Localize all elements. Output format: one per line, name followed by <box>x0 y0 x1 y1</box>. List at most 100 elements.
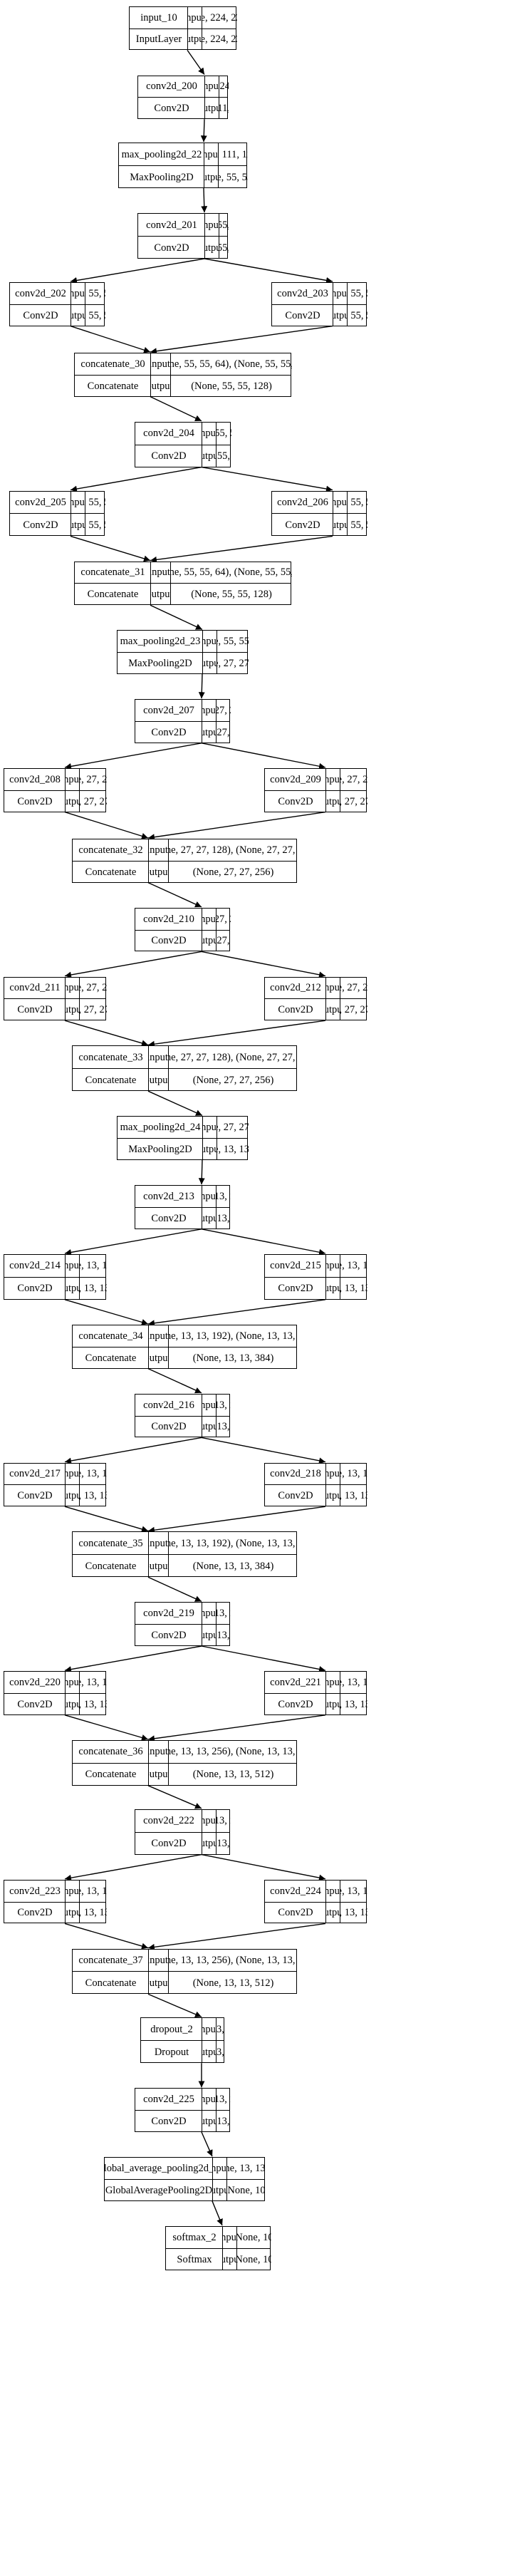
row-divider <box>265 1276 366 1278</box>
input-label: input: <box>333 497 348 509</box>
edge-n26-n28 <box>64 1506 149 1533</box>
layer-node-concatenate-35: concatenate_35Concatenateinput:output:[(… <box>72 1531 298 1578</box>
layer-type: Conv2D <box>278 1490 313 1502</box>
output-shape: (None, 27, 27, 128) <box>217 658 249 670</box>
layer-type: Concatenate <box>87 380 139 392</box>
layer-type: Conv2D <box>151 726 187 738</box>
output-label: output: <box>326 795 340 807</box>
layer-node-softmax-2: softmax_2Softmaxinput:output:(None, 10)(… <box>165 2226 271 2270</box>
column-divider <box>65 1255 66 1299</box>
edge-n22-n24 <box>64 1299 149 1325</box>
column-divider <box>168 1741 169 1785</box>
output-shape: (None, 111, 111, 64) <box>219 103 229 115</box>
layer-node-conv2d-203: conv2d_203Conv2Dinput:output:(None, 55, … <box>271 282 367 326</box>
layer-type: Conv2D <box>151 2116 187 2128</box>
layer-name: conv2d_223 <box>9 1885 61 1897</box>
output-label: output: <box>223 2253 237 2265</box>
output-shape: (None, 55, 55, 64) <box>348 309 367 321</box>
column-divider <box>65 1880 66 1923</box>
input-shape: [(None, 13, 13, 192), (None, 13, 13, 192… <box>169 1330 298 1342</box>
layer-name: conv2d_210 <box>143 913 194 925</box>
layer-node-concatenate-34: concatenate_34Concatenateinput:output:[(… <box>72 1325 298 1369</box>
layer-name: concatenate_36 <box>78 1746 143 1758</box>
column-divider <box>216 422 217 467</box>
layer-node-conv2d-208: conv2d_208Conv2Dinput:output:(None, 27, … <box>4 768 107 812</box>
column-divider <box>170 353 171 396</box>
output-shape: (None, 13, 13, 64) <box>217 1630 231 1642</box>
column-divider <box>216 700 217 743</box>
input-label: input: <box>326 1885 340 1897</box>
edge-n29-n30 <box>64 1645 202 1673</box>
output-shape: (None, 27, 27, 32) <box>217 935 231 947</box>
input-label: input: <box>202 1191 217 1203</box>
input-label: input: <box>202 913 217 925</box>
input-label: input: <box>149 844 169 856</box>
row-divider <box>75 583 291 584</box>
output-shape: (None, 13, 13, 10) <box>217 2116 231 2128</box>
input-shape: (None, 27, 27, 32) <box>80 773 107 785</box>
layer-name: conv2d_219 <box>143 1608 194 1620</box>
output-label: output: <box>66 1004 80 1016</box>
layer-type: Concatenate <box>85 1977 137 1989</box>
layer-node-conv2d-216: conv2d_216Conv2Dinput:output:(None, 13, … <box>135 1393 231 1438</box>
layer-name: conv2d_206 <box>277 497 328 509</box>
layer-node-input-10: input_10InputLayerinput:output:[(None, 2… <box>129 6 237 51</box>
edge-n19-n20 <box>147 1090 203 1117</box>
row-divider <box>265 1484 366 1486</box>
layer-type: Conv2D <box>17 1698 53 1710</box>
output-shape: (None, 13, 13, 192) <box>340 1283 367 1295</box>
layer-name: conv2d_204 <box>143 428 194 440</box>
layer-name: conv2d_212 <box>270 982 321 994</box>
input-shape: [(None, 55, 55, 64), (None, 55, 55, 64)] <box>171 358 292 370</box>
input-label: input: <box>205 81 219 93</box>
output-label: output: <box>151 380 171 392</box>
column-divider <box>325 1463 326 1506</box>
row-divider <box>265 790 366 791</box>
edge-n38-n39 <box>201 2131 213 2157</box>
input-shape: (None, 111, 111, 64) <box>219 148 248 160</box>
layer-node-global-average-pooling2d-4: global_average_pooling2d_4GlobalAverageP… <box>104 2157 266 2201</box>
input-shape: (None, 13, 13, 512) <box>217 2094 231 2106</box>
layer-node-concatenate-33: concatenate_33Concatenateinput:output:[(… <box>72 1045 298 1092</box>
edge-n13-n15 <box>64 811 149 839</box>
layer-type: Conv2D <box>278 1004 313 1016</box>
output-shape: (None, 27, 27, 256) <box>192 1074 274 1086</box>
edge-n21-n22 <box>64 1228 202 1256</box>
input-label: input: <box>202 1399 217 1411</box>
layer-type: Conv2D <box>17 795 53 807</box>
column-divider <box>65 977 66 1020</box>
input-shape: (None, 13, 13, 256) <box>217 1191 231 1203</box>
layer-type: InputLayer <box>135 33 182 46</box>
input-shape: (None, 55, 55, 128) <box>217 428 231 440</box>
column-divider <box>148 839 149 882</box>
column-divider <box>168 1949 169 1994</box>
layer-name: conv2d_208 <box>9 773 61 785</box>
input-label: input: <box>66 982 80 994</box>
edge-n3-n4 <box>70 258 205 284</box>
layer-node-max-pooling2d-24: max_pooling2d_24MaxPooling2Dinput:output… <box>117 1116 249 1160</box>
layer-type: Concatenate <box>85 1352 137 1364</box>
input-shape: (None, 13, 13, 512) <box>217 2023 225 2035</box>
edge-n12-n13 <box>64 743 202 770</box>
layer-node-conv2d-210: conv2d_210Conv2Dinput:output:(None, 27, … <box>135 907 231 952</box>
input-label: input: <box>71 497 85 509</box>
output-label: output: <box>149 866 169 878</box>
input-shape: (None, 13, 13, 384) <box>217 1608 231 1620</box>
column-divider <box>150 353 151 396</box>
column-divider <box>79 769 80 812</box>
layer-type: Conv2D <box>151 1838 187 1850</box>
layer-node-concatenate-36: concatenate_36Concatenateinput:output:[(… <box>72 1740 298 1786</box>
output-shape: (None, 13, 13, 512) <box>217 2046 225 2058</box>
layer-name: concatenate_30 <box>80 358 145 370</box>
output-shape: (None, 13, 13, 192) <box>80 1283 107 1295</box>
input-label: input: <box>333 287 348 299</box>
column-divider <box>216 1809 217 1854</box>
layer-type: Softmax <box>177 2253 212 2265</box>
input-shape: (None, 27, 27, 128) <box>217 705 231 717</box>
layer-name: concatenate_32 <box>78 844 143 856</box>
output-label: output: <box>202 935 217 947</box>
row-divider <box>73 1068 296 1070</box>
layer-node-conv2d-218: conv2d_218Conv2Dinput:output:(None, 13, … <box>264 1462 367 1507</box>
